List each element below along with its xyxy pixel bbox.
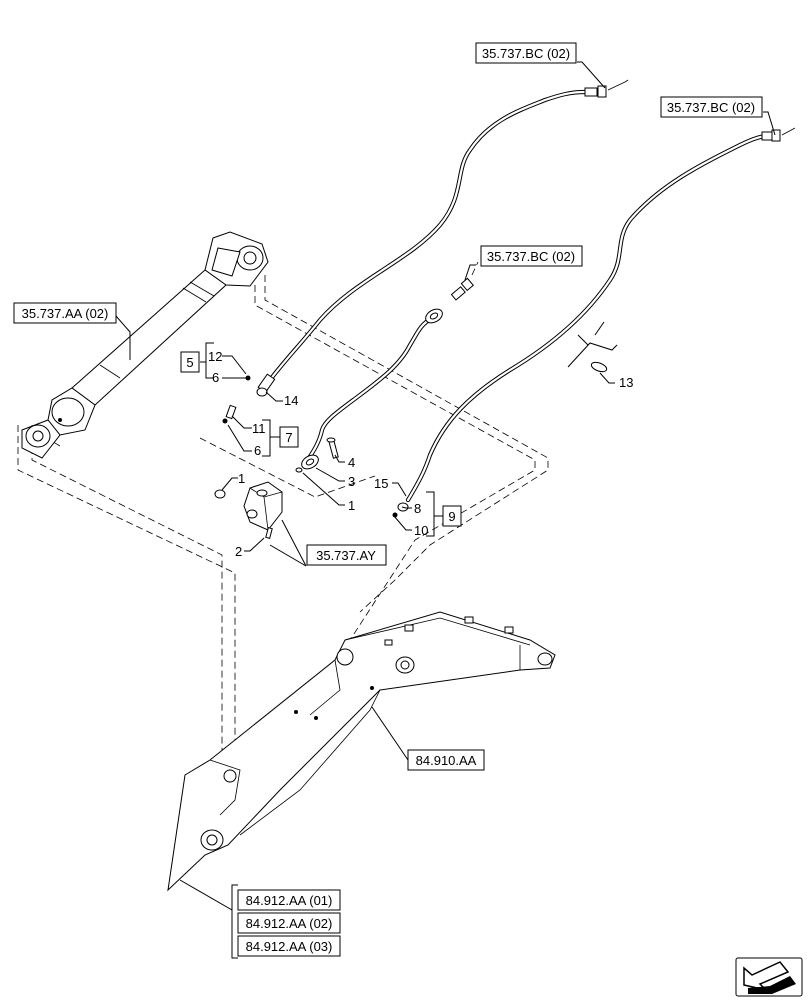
svg-text:35.737.AY: 35.737.AY <box>316 548 376 563</box>
group-5-box[interactable]: 5 <box>180 351 200 373</box>
cylinder-drawing <box>21 231 269 459</box>
pipe-3 <box>301 261 479 470</box>
svg-text:5: 5 <box>186 355 193 370</box>
svg-text:84.912.AA (01): 84.912.AA (01) <box>246 893 333 908</box>
group-boxes: 5 7 9 <box>180 351 462 527</box>
callout-numbers: 12 6 14 11 6 1 2 4 3 1 15 8 10 13 <box>208 349 633 559</box>
back-arrow-icon[interactable] <box>735 957 803 997</box>
hose-15 <box>405 127 796 503</box>
svg-text:84.912.AA (02): 84.912.AA (02) <box>246 916 333 931</box>
callout-3: 3 <box>348 474 355 489</box>
callout-6-upper: 6 <box>212 370 219 385</box>
svg-text:84.912.AA (03): 84.912.AA (03) <box>246 939 333 954</box>
svg-text:7: 7 <box>285 430 292 445</box>
ref-bc-right[interactable]: 35.737.BC (02) <box>660 96 763 118</box>
callout-12: 12 <box>208 349 222 364</box>
small-parts <box>214 361 608 539</box>
reference-boxes: 35.737.BC (02) 35.737.BC (02) 35.737.BC … <box>13 42 763 957</box>
ref-arm-2[interactable]: 84.912.AA (02) <box>237 912 341 934</box>
svg-text:84.910.AA: 84.910.AA <box>416 753 477 768</box>
callout-10: 10 <box>414 523 428 538</box>
callout-2: 2 <box>235 544 242 559</box>
callout-6-lower: 6 <box>254 443 261 458</box>
callout-14: 14 <box>284 393 298 408</box>
ref-arm-3[interactable]: 84.912.AA (03) <box>237 935 341 957</box>
leader-lines <box>115 61 776 959</box>
group-9-box[interactable]: 9 <box>442 505 462 527</box>
boom-drawing <box>167 611 556 892</box>
ref-ay[interactable]: 35.737.AY <box>306 544 387 566</box>
group-7-box[interactable]: 7 <box>279 426 299 448</box>
svg-text:35.737.BC (02): 35.737.BC (02) <box>487 249 575 264</box>
callout-1-left: 1 <box>238 471 245 486</box>
callout-8: 8 <box>414 501 421 516</box>
callout-11: 11 <box>252 421 266 436</box>
svg-text:35.737.BC (02): 35.737.BC (02) <box>667 100 755 115</box>
callout-13: 13 <box>619 375 633 390</box>
callout-1-right: 1 <box>348 498 355 513</box>
ref-bc-mid[interactable]: 35.737.BC (02) <box>480 245 583 267</box>
ref-boom[interactable]: 84.910.AA <box>407 749 485 771</box>
svg-text:35.737.AA (02): 35.737.AA (02) <box>22 306 109 321</box>
ref-bc-top[interactable]: 35.737.BC (02) <box>475 42 577 64</box>
hose-14 <box>256 79 629 397</box>
ref-arm-1[interactable]: 84.912.AA (01) <box>237 889 341 911</box>
svg-text:9: 9 <box>448 509 455 524</box>
callout-4: 4 <box>348 455 355 470</box>
ref-aa[interactable]: 35.737.AA (02) <box>13 302 117 324</box>
svg-text:35.737.BC (02): 35.737.BC (02) <box>482 46 570 61</box>
callout-15: 15 <box>374 476 388 491</box>
